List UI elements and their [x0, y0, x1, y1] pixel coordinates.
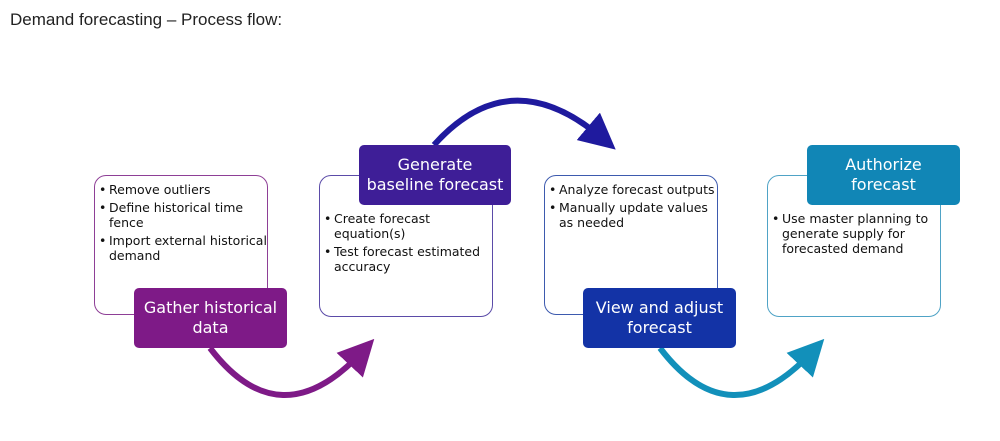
arrow-step1-to-step2 — [207, 338, 375, 398]
step-4-item: Use master planning to generate supply f… — [772, 211, 940, 256]
step-3-item: Analyze forecast outputs — [549, 182, 717, 197]
step-3-label: View and adjust forecast — [583, 288, 736, 348]
page-title: Demand forecasting – Process flow: — [10, 10, 283, 29]
step-1-item: Define historical time fence — [99, 200, 267, 230]
step-2-item: Create forecast equation(s) — [324, 211, 492, 241]
arrow-step2-to-step3 — [431, 97, 616, 150]
step-1-item: Import external historical demand — [99, 233, 267, 263]
arrow-step3-to-step4 — [657, 338, 825, 398]
step-2-item: Test forecast estimated accuracy — [324, 244, 492, 274]
step-1-item: Remove outliers — [99, 182, 267, 197]
step-1-label: Gather historical data — [134, 288, 287, 348]
step-2-label: Generate baseline forecast — [359, 145, 511, 205]
step-3-item: Manually update values as needed — [549, 200, 717, 230]
step-4-label: Authorize forecast — [807, 145, 960, 205]
